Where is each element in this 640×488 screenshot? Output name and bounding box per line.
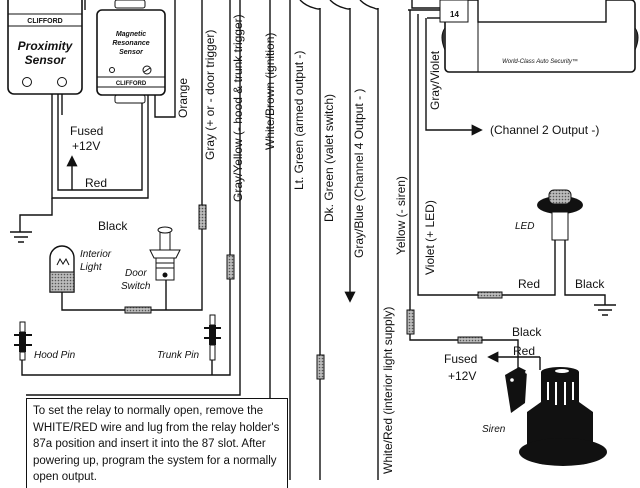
violet-led-wire	[417, 14, 490, 296]
dk-green-label: Dk. Green (valet switch)	[322, 94, 336, 222]
magnetic-label-1: Magnetic	[116, 31, 146, 38]
trunk-pin-label: Trunk Pin	[157, 350, 199, 361]
white-red-label: White/Red (interior light supply)	[381, 307, 395, 474]
note-line: powering up, program the system for a no…	[33, 454, 277, 467]
fused-right-label-2: +12V	[448, 369, 476, 383]
gray-wire	[140, 0, 203, 311]
note-line: 87a position and insert it into the 87 s…	[33, 438, 266, 450]
door-switch-label-2: Switch	[121, 281, 151, 292]
module-tagline: World-Class Auto Security™	[502, 58, 578, 65]
lt-green-label: Lt. Green (armed output -)	[292, 51, 306, 190]
led-black-label: Black	[575, 277, 605, 291]
orange-label: Orange	[176, 78, 190, 118]
inline-connector	[316, 354, 325, 380]
magnetic-label-3: Sensor	[119, 49, 144, 56]
magnetic-resonance-sensor	[96, 0, 166, 104]
inline-connector	[477, 291, 503, 299]
proximity-brand: CLIFFORD	[27, 18, 62, 25]
gray-yellow-label: Gray/Yellow (- hood & trunk trigger)	[231, 14, 245, 202]
violet-label: Violet (+ LED)	[423, 200, 437, 275]
proximity-label-1: Proximity	[18, 39, 74, 53]
connector-pin-label: 14	[450, 10, 459, 19]
fused-left-label-2: +12V	[72, 139, 100, 153]
inline-connector	[406, 309, 415, 335]
orange-wire	[154, 0, 176, 118]
gray-violet-label: Gray/Violet	[428, 50, 442, 110]
led-label: LED	[515, 221, 534, 232]
door-switch-label-1: Door	[125, 268, 147, 279]
siren-label: Siren	[482, 424, 506, 435]
note-line: WHITE/RED wire and lug from the relay ho…	[33, 421, 280, 434]
inline-connector	[226, 254, 235, 280]
proximity-inner-wire	[57, 92, 143, 191]
note-line: To set the relay to normally open, remov…	[33, 405, 264, 417]
yellow-label: Yellow (- siren)	[394, 176, 408, 255]
gray-yellow-wire	[21, 0, 231, 376]
red-left-label: Red	[85, 176, 107, 190]
door-switch-icon	[149, 226, 181, 281]
inline-connector	[124, 306, 152, 314]
magnetic-brand: CLIFFORD	[116, 81, 147, 87]
inline-connector	[198, 204, 207, 230]
led-red-label: Red	[518, 277, 540, 291]
proximity-sensor	[7, 0, 83, 95]
black-ground-wire	[19, 198, 53, 232]
proximity-label-2: Sensor	[25, 53, 67, 67]
interior-light-label-1: Interior	[80, 249, 112, 260]
trunk-pin-icon	[204, 314, 221, 361]
fused-left-label-1: Fused	[70, 124, 103, 138]
relay-note-box: To set the relay to normally open, remov…	[26, 398, 288, 488]
ground-icon	[594, 304, 616, 316]
gray-label: Gray (+ or - door trigger)	[203, 30, 217, 160]
magnetic-label-2: Resonance	[112, 40, 149, 47]
hood-pin-label: Hood Pin	[34, 350, 76, 361]
note-line: open output.	[33, 471, 97, 483]
interior-light-label-2: Light	[80, 262, 103, 273]
proximity-wire-loop	[51, 92, 149, 199]
ground-icon	[10, 231, 32, 243]
fused-right-label-1: Fused	[444, 352, 477, 366]
black-left-label: Black	[98, 219, 128, 233]
white-brown-label: White/Brown (ignition)	[263, 33, 277, 150]
siren-red-label: Red	[513, 344, 535, 358]
siren-black-label: Black	[512, 325, 542, 339]
interior-light-bulb-icon	[49, 245, 75, 293]
channel2-label: (Channel 2 Output -)	[490, 123, 599, 137]
hood-pin-icon	[14, 321, 32, 361]
siren-icon	[505, 367, 607, 466]
inline-connector	[457, 336, 483, 344]
led-icon	[537, 189, 583, 241]
gray-violet-wire	[425, 18, 483, 136]
control-module	[439, 0, 639, 73]
gray-blue-label: Gray/Blue (Channel 4 Output - )	[352, 89, 366, 258]
